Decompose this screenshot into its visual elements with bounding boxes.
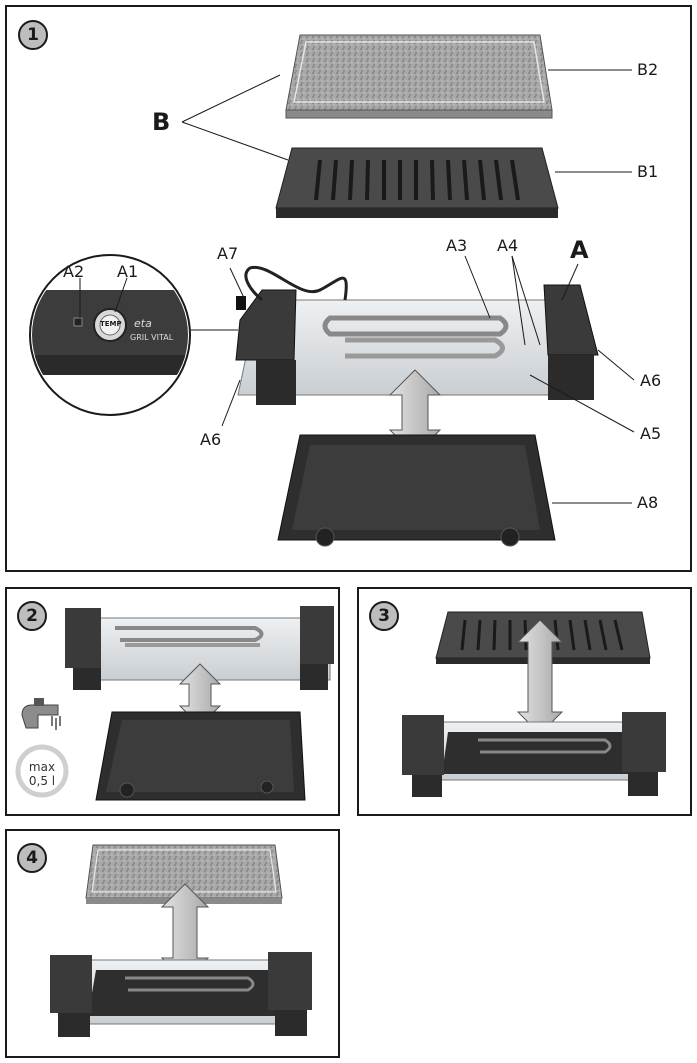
label-a1: A1 [117, 262, 139, 281]
label-a8: A8 [637, 493, 659, 512]
label-a4: A4 [497, 236, 519, 255]
label-a: A [570, 236, 589, 264]
grill-base-unit [235, 265, 599, 405]
faucet-icon [21, 698, 61, 730]
control-inset-magnifier [29, 254, 238, 416]
label-a3: A3 [446, 236, 468, 255]
label-a6-right: A6 [640, 371, 662, 390]
label-b1: B1 [637, 162, 659, 181]
grill-plate-b1 [275, 147, 559, 218]
max-volume-text: max 0,5 l [22, 760, 62, 789]
drip-tray-a8 [277, 434, 556, 547]
step-badge-1: 1 [18, 20, 48, 50]
max-volume-circle [15, 744, 69, 798]
label-b2: B2 [637, 60, 659, 79]
step-badge-3: 3 [369, 601, 399, 631]
panel4-stone-plate [85, 844, 283, 904]
label-a7: A7 [217, 244, 239, 263]
step-badge-4: 4 [17, 843, 47, 873]
arrow-up-down-3 [516, 619, 564, 735]
panel3-assembled [402, 712, 666, 797]
panel2-tray [95, 711, 306, 801]
panel4-assembled [50, 952, 312, 1037]
label-b: B [152, 108, 171, 136]
leader-lines [79, 69, 635, 504]
label-a6-left: A6 [200, 430, 222, 449]
label-a5: A5 [640, 424, 662, 443]
stone-plate-b2 [285, 34, 553, 119]
max-line-2: 0,5 l [28, 774, 56, 789]
label-a2: A2 [63, 262, 85, 281]
brand-model: GRIL VITAL [130, 333, 174, 342]
step-badge-2: 2 [17, 601, 47, 631]
dial-temp-label: TEMP [100, 320, 122, 328]
brand-logo: eta [134, 317, 152, 330]
panel2-base [65, 606, 334, 690]
max-line-1: max [28, 760, 56, 774]
